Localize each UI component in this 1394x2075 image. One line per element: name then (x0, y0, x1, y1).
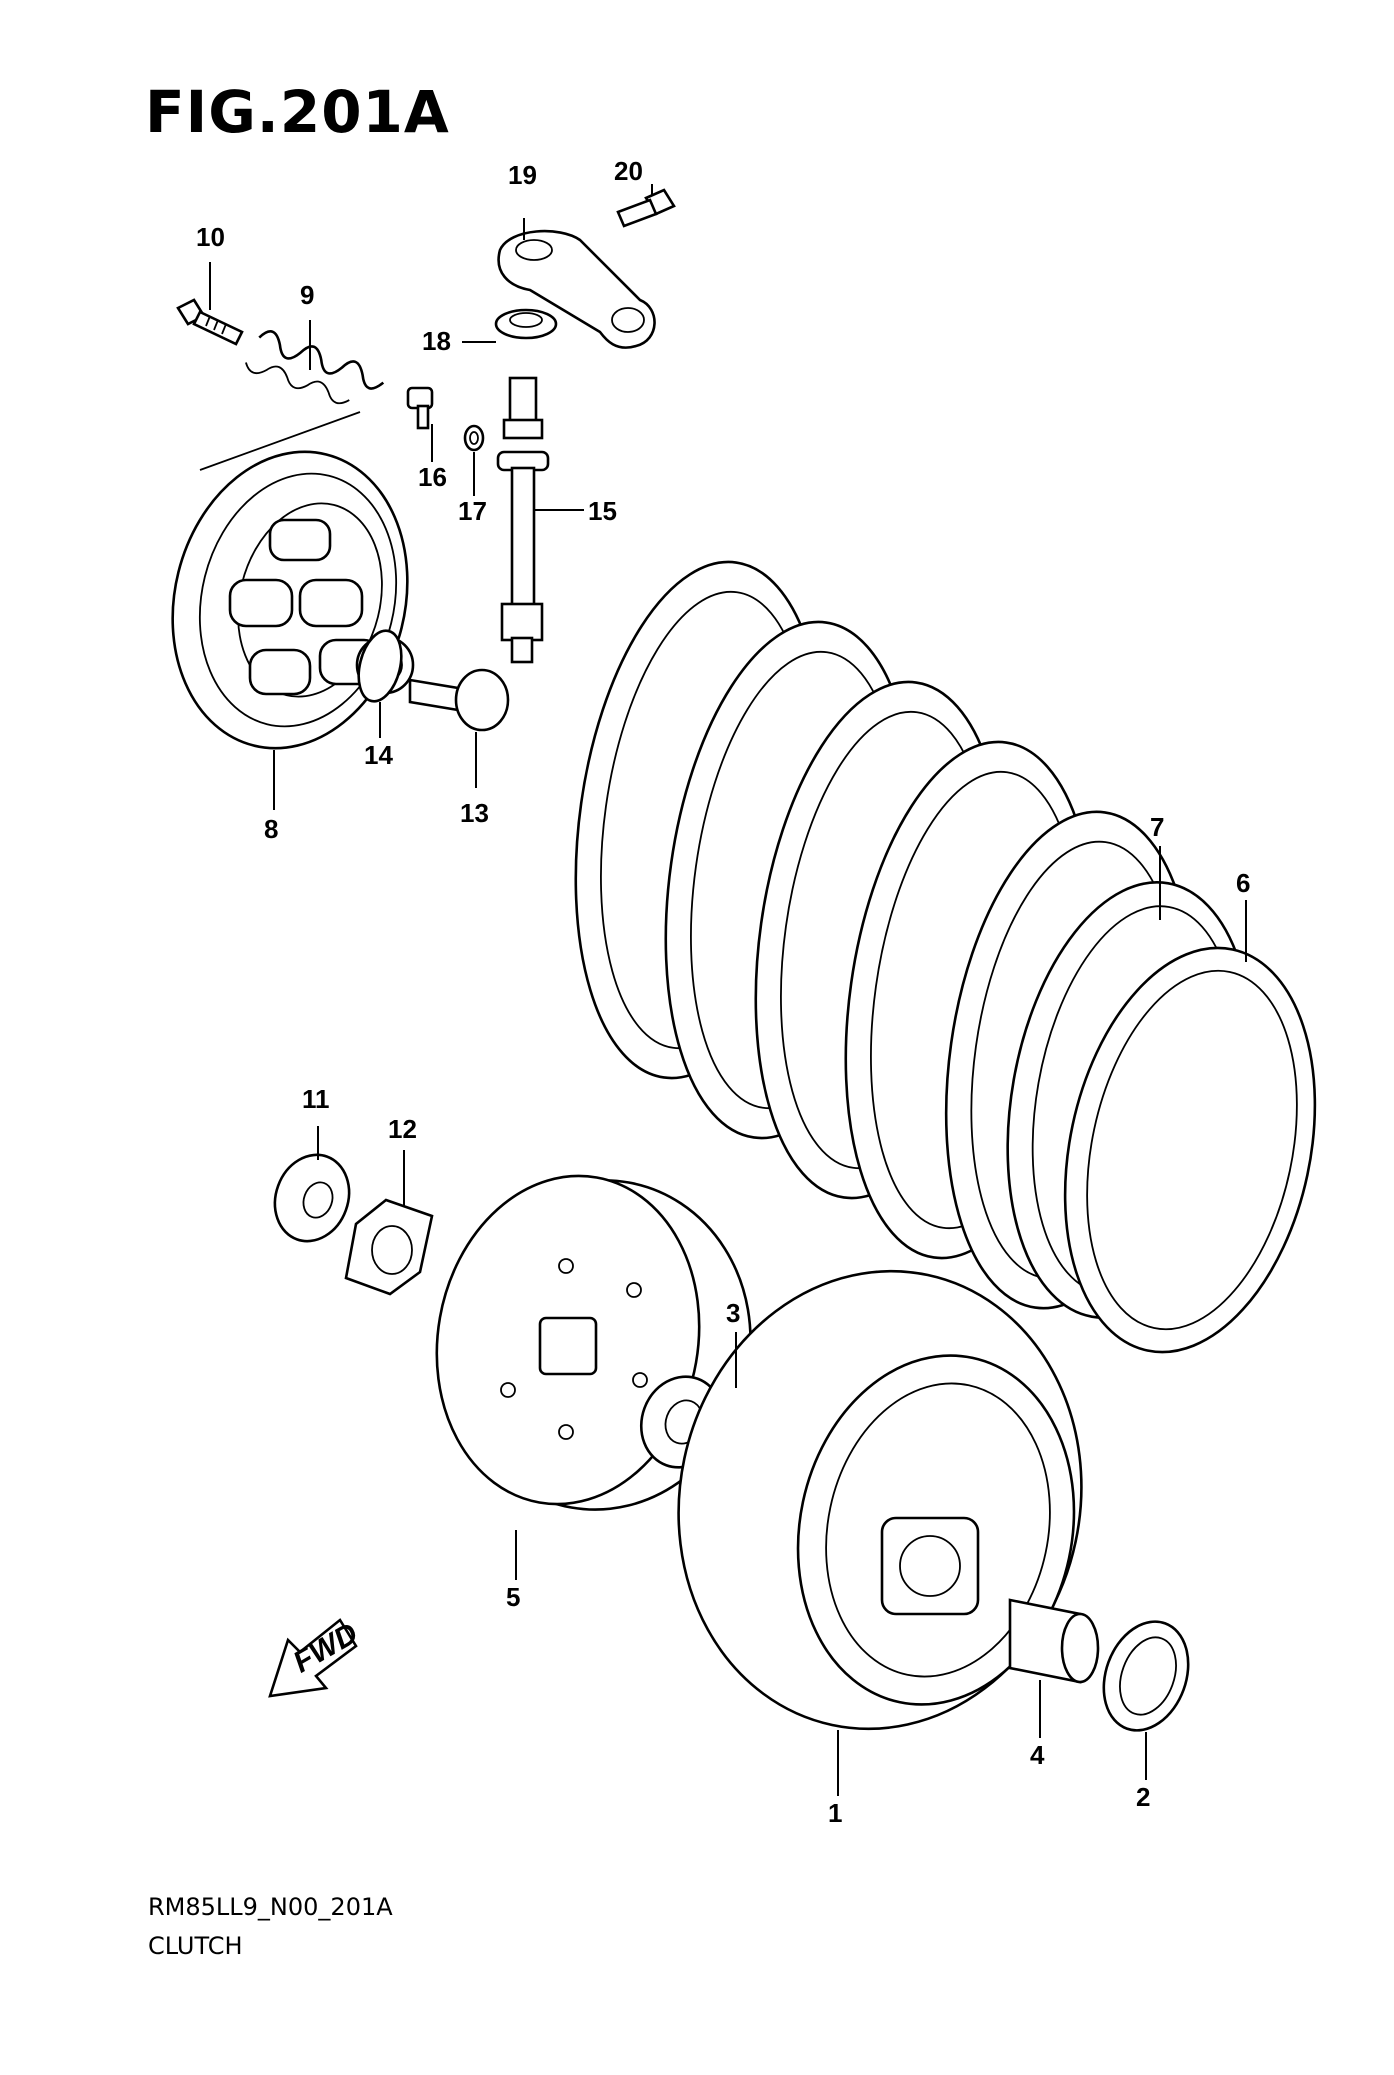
callout-4[interactable]: 4 (1030, 1740, 1045, 1770)
part-1-clutch-housing[interactable] (637, 1233, 1124, 1766)
part-12-lock-washer[interactable] (344, 1198, 434, 1296)
part-8-pressure-plate[interactable] (142, 427, 438, 774)
callout-2[interactable]: 2 (1136, 1782, 1150, 1812)
part-16-screw[interactable] (406, 386, 434, 430)
callout-3[interactable]: 3 (726, 1298, 740, 1328)
callout-18[interactable]: 18 (422, 326, 451, 356)
callout-11[interactable]: 11 (302, 1084, 330, 1114)
callout-15[interactable]: 15 (588, 496, 617, 526)
figure-code: RM85LL9_N00_201A (148, 1893, 393, 1921)
part-2-thrust-washer[interactable] (1089, 1610, 1202, 1743)
part-10-bolt[interactable] (176, 298, 244, 346)
callout-5[interactable]: 5 (506, 1582, 520, 1612)
part-15-shaft[interactable] (496, 376, 550, 664)
callout-12[interactable]: 12 (388, 1114, 417, 1144)
part-18-seal[interactable] (494, 308, 558, 340)
callout-1[interactable]: 1 (828, 1798, 842, 1828)
part-14-bearing[interactable] (352, 626, 408, 706)
part-9-spring[interactable] (199, 328, 387, 471)
callout-labels: 10 9 19 20 18 16 17 15 14 13 8 7 6 11 12… (196, 156, 1250, 1828)
callout-6[interactable]: 6 (1236, 868, 1250, 898)
callout-9[interactable]: 9 (300, 280, 314, 310)
fwd-arrow-icon: FWD (268, 1617, 363, 1698)
part-11-nut[interactable] (263, 1144, 361, 1251)
figure-title: FIG.201A (145, 78, 450, 146)
callout-13[interactable]: 13 (460, 798, 489, 828)
callout-16[interactable]: 16 (418, 462, 447, 492)
part-6-drive-plate[interactable] (1030, 925, 1350, 1376)
callout-20[interactable]: 20 (614, 156, 643, 186)
callout-8[interactable]: 8 (264, 814, 278, 844)
callout-10[interactable]: 10 (196, 222, 225, 252)
callout-17[interactable]: 17 (458, 496, 487, 526)
leader-lines (209, 184, 1247, 1796)
callout-14[interactable]: 14 (364, 740, 393, 770)
part-13-pin[interactable] (408, 668, 510, 732)
part-4-needle-bearing[interactable] (1008, 1598, 1100, 1684)
figure-name: CLUTCH (148, 1932, 243, 1960)
callout-7[interactable]: 7 (1150, 812, 1164, 842)
callout-19[interactable]: 19 (508, 160, 537, 190)
part-19-lever[interactable] (497, 229, 656, 349)
part-20-bolt[interactable] (616, 188, 676, 228)
part-17-washer[interactable] (463, 424, 485, 452)
